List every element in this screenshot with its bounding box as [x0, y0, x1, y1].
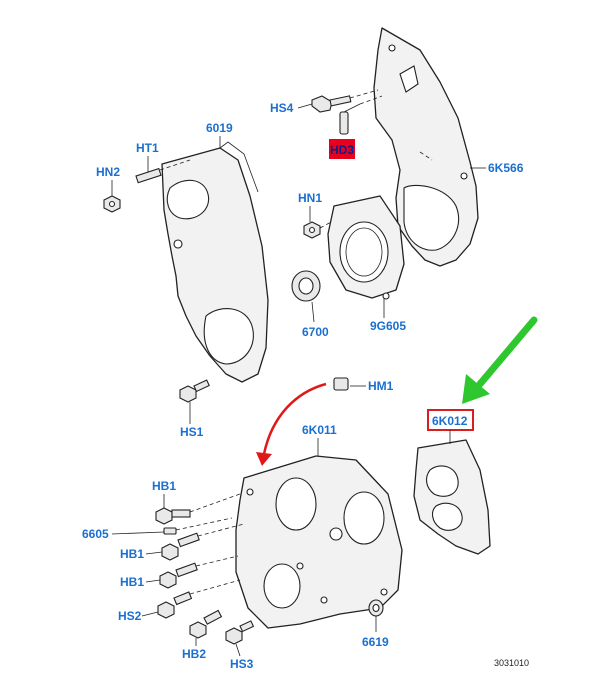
- label-6019: 6019: [206, 121, 233, 135]
- label-hn2: HN2: [96, 165, 120, 179]
- bolt-hs1: [179, 379, 210, 403]
- bolt-hb1-lower: [159, 555, 239, 589]
- label-6700: 6700: [302, 325, 329, 339]
- housing-9g605: [327, 195, 405, 300]
- washer-6619: [368, 599, 384, 617]
- housing-6k011: [235, 455, 403, 629]
- bolt-hs2: [157, 579, 241, 619]
- bolt-hb1-top: [155, 493, 241, 525]
- green-arrow: [462, 316, 538, 404]
- label-6619: 6619: [362, 635, 389, 649]
- stud-hd3: [339, 95, 383, 135]
- label-hb1-lower: HB1: [120, 575, 144, 589]
- nut-hn2: [103, 195, 121, 213]
- gasket-6k566: [373, 27, 479, 267]
- label-hb2: HB2: [182, 647, 206, 661]
- label-ht1: HT1: [136, 141, 159, 155]
- dowel-6605: [163, 517, 233, 535]
- label-6605: 6605: [82, 527, 109, 541]
- label-hs4: HS4: [270, 101, 294, 115]
- bolt-hb1-middle: [161, 523, 245, 561]
- bolt-hs3: [225, 620, 255, 645]
- label-9g605: 9G605: [370, 319, 406, 333]
- label-hb1-top: HB1: [152, 479, 176, 493]
- seal-6700: [291, 270, 321, 302]
- red-arrow: [256, 382, 327, 466]
- label-hm1: HM1: [368, 379, 394, 393]
- highlight-6k012: [427, 409, 474, 431]
- cover-6019: [161, 141, 269, 383]
- label-6k012: 6K012: [432, 414, 468, 428]
- stud-ht1: [135, 159, 191, 184]
- label-6k011: 6K011: [302, 423, 337, 437]
- bolt-hb2: [189, 609, 223, 639]
- plug-hm1: [333, 377, 349, 391]
- label-hn1: HN1: [298, 191, 322, 205]
- gasket-6k012: [413, 439, 491, 555]
- label-hs3: HS3: [230, 657, 254, 671]
- label-hs1: HS1: [180, 425, 204, 439]
- highlight-hd3: [329, 139, 355, 159]
- label-hs2: HS2: [118, 609, 142, 623]
- label-hd3: HD3: [330, 143, 354, 157]
- figure-reference-number: 3031010: [494, 658, 529, 668]
- bolt-hs4: [311, 89, 379, 113]
- label-6k566: 6K566: [488, 161, 524, 175]
- label-hb1-middle: HB1: [120, 547, 144, 561]
